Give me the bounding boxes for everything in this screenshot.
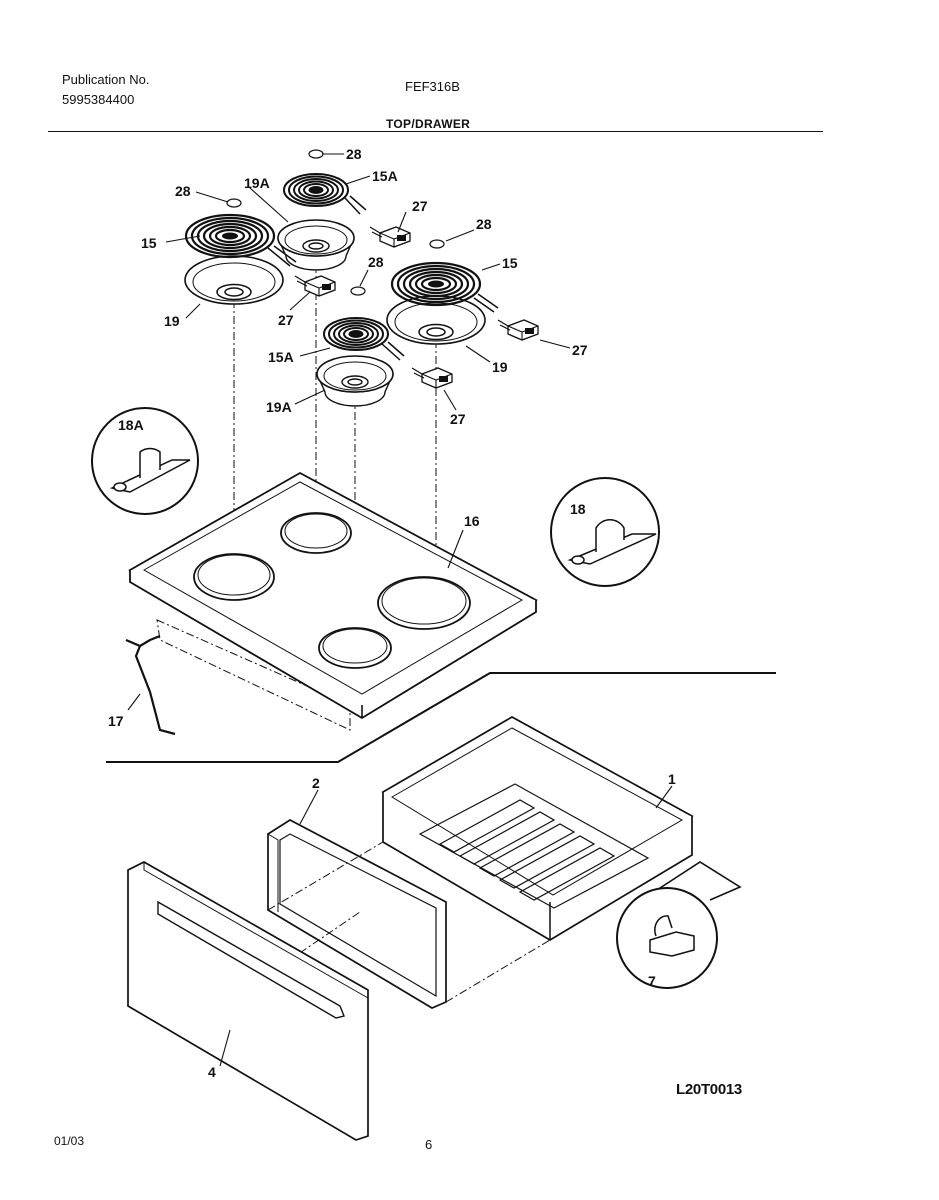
section-title: TOP/DRAWER	[386, 117, 471, 131]
label-19: 19	[492, 359, 508, 375]
header-rule	[48, 131, 823, 132]
page-number: 6	[425, 1137, 433, 1152]
label-18: 18	[570, 501, 586, 517]
label-19A: 19A	[266, 399, 292, 415]
label-28: 28	[476, 216, 492, 232]
label-18A: 18A	[118, 417, 144, 433]
label-27: 27	[278, 312, 294, 328]
label-27: 27	[450, 411, 466, 427]
label-19A: 19A	[244, 175, 270, 191]
label-15A: 15A	[268, 349, 294, 365]
rear-left-surface-unit	[277, 173, 367, 271]
receptacle-front-left	[294, 275, 336, 297]
label-19: 19	[164, 313, 180, 329]
detail-18A	[91, 407, 199, 515]
drawer-front-panel	[127, 861, 369, 1141]
drawer-body	[381, 716, 694, 941]
leader-lines	[127, 153, 673, 1067]
detail-7	[616, 887, 718, 989]
front-left-surface-unit	[184, 213, 297, 305]
rear-right-surface-unit	[386, 261, 499, 345]
label-2: 2	[312, 775, 320, 791]
top-support-rod	[125, 634, 176, 736]
label-7: 7	[648, 973, 656, 989]
label-28: 28	[346, 146, 362, 162]
label-15: 15	[141, 235, 157, 251]
label-4: 4	[208, 1064, 216, 1080]
section-divider	[106, 672, 776, 763]
label-27: 27	[572, 342, 588, 358]
trim-cap-3	[429, 239, 445, 249]
model-number: FEF316B	[405, 79, 460, 94]
receptacle-front-right	[411, 367, 453, 389]
diagram-reference-code: L20T0013	[676, 1081, 742, 1098]
publication-label: Publication No.	[62, 72, 150, 87]
detail-18	[550, 477, 660, 587]
front-right-surface-unit	[316, 317, 405, 407]
label-28: 28	[175, 183, 191, 199]
label-15A: 15A	[372, 168, 398, 184]
trim-cap-1	[308, 149, 324, 159]
publication-number: 5995384400	[62, 92, 135, 107]
part-labels: 28 28 19A 15A 27 28 15 28 15 19 27 27 15…	[108, 146, 676, 1080]
footer-date: 01/03	[54, 1134, 85, 1148]
label-16: 16	[464, 513, 480, 529]
label-27: 27	[412, 198, 428, 214]
label-15: 15	[502, 255, 518, 271]
label-1: 1	[668, 771, 676, 787]
label-17: 17	[108, 713, 124, 729]
trim-cap-2	[226, 198, 242, 208]
trim-cap-4	[350, 286, 366, 296]
label-28: 28	[368, 254, 384, 270]
receptacle-rear-left	[369, 226, 411, 248]
receptacle-rear-right	[497, 319, 539, 341]
main-top-panel	[128, 471, 538, 720]
